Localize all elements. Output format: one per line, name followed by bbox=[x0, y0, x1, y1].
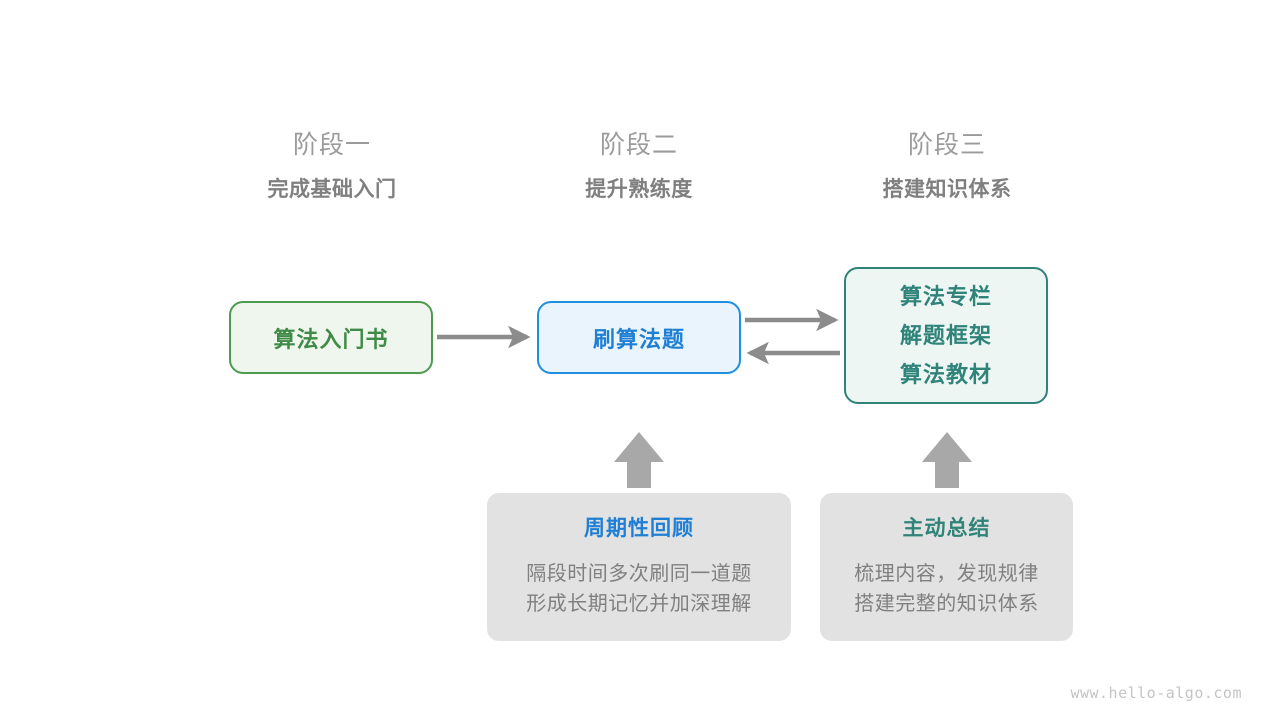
stage-subtitle-1: 完成基础入门 bbox=[267, 178, 397, 201]
stage-subtitle-2: 提升熟练度 bbox=[585, 178, 693, 201]
card-title: 周期性回顾 bbox=[584, 517, 694, 540]
node-label-line-2: 解题框架 bbox=[899, 323, 992, 348]
node-knowledge-resources[interactable]: 算法专栏 解题框架 算法教材 bbox=[844, 267, 1048, 404]
node-practice-problems[interactable]: 刷算法题 bbox=[537, 301, 741, 374]
card-title: 主动总结 bbox=[902, 517, 991, 540]
node-label-line-1: 算法专栏 bbox=[899, 284, 992, 309]
watermark-url: www.hello-algo.com bbox=[1070, 684, 1242, 702]
stage-header-3: 阶段三 搭建知识体系 bbox=[817, 128, 1077, 206]
card-active-summary[interactable]: 主动总结 梳理内容，发现规律 搭建完整的知识体系 bbox=[820, 493, 1073, 641]
arrow-summary-to-system bbox=[922, 432, 972, 488]
stage-title-2: 阶段二 bbox=[599, 131, 678, 159]
card-body-line-2: 搭建完整的知识体系 bbox=[854, 593, 1039, 615]
card-periodic-review[interactable]: 周期性回顾 隔段时间多次刷同一道题 形成长期记忆并加深理解 bbox=[487, 493, 791, 641]
card-body-line-2: 形成长期记忆并加深理解 bbox=[526, 593, 752, 615]
stage-title-1: 阶段一 bbox=[292, 131, 371, 159]
card-body-line-1: 梳理内容，发现规律 bbox=[854, 563, 1039, 585]
stage-header-2: 阶段二 提升熟练度 bbox=[509, 128, 769, 206]
node-label-line-3: 算法教材 bbox=[899, 362, 992, 387]
card-body: 梳理内容，发现规律 搭建完整的知识体系 bbox=[854, 559, 1039, 619]
arrow-review-to-practice bbox=[614, 432, 664, 488]
card-body-line-1: 隔段时间多次刷同一道题 bbox=[526, 563, 752, 585]
card-body: 隔段时间多次刷同一道题 形成长期记忆并加深理解 bbox=[526, 559, 752, 619]
stage-subtitle-3: 搭建知识体系 bbox=[882, 178, 1012, 201]
stage-header-1: 阶段一 完成基础入门 bbox=[202, 128, 462, 206]
node-label: 刷算法题 bbox=[592, 326, 685, 352]
node-label: 算法入门书 bbox=[273, 326, 389, 352]
stage-title-3: 阶段三 bbox=[907, 131, 986, 159]
node-algorithm-intro-book[interactable]: 算法入门书 bbox=[229, 301, 433, 374]
